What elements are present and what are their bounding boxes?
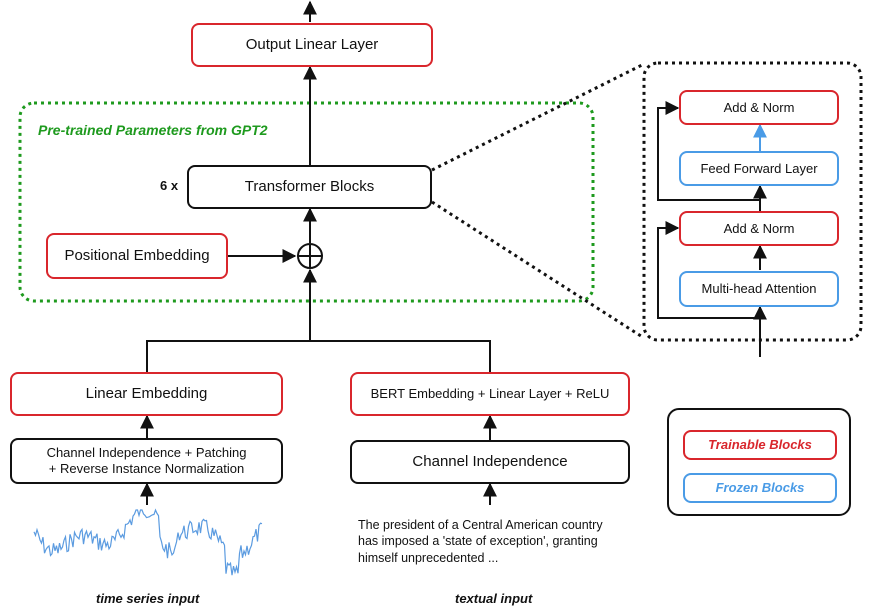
- legend-trainable: Trainable Blocks: [683, 430, 837, 460]
- pretrained-frame: [18, 101, 595, 303]
- legend-frozen: Frozen Blocks: [683, 473, 837, 503]
- transformer-blocks: Transformer Blocks: [187, 165, 432, 209]
- linear-embedding: Linear Embedding: [10, 372, 283, 416]
- repeat-count: 6 x: [160, 178, 179, 193]
- time-series-label: time series input: [96, 591, 200, 606]
- ts-preprocess: Channel Independence + Patching + Revers…: [10, 438, 283, 484]
- output-linear-layer: Output Linear Layer: [191, 23, 433, 67]
- positional-embedding: Positional Embedding: [46, 233, 228, 279]
- multi-head-attention: Multi-head Attention: [679, 271, 839, 307]
- zoom-line-bottom: [431, 200, 645, 340]
- text-sample: The president of a Central American coun…: [358, 518, 603, 565]
- text-preprocess: Channel Independence: [350, 440, 630, 484]
- feed-forward-layer: Feed Forward Layer: [679, 151, 839, 186]
- time-series-line: [33, 508, 263, 576]
- zoom-line-top: [431, 62, 645, 172]
- add-norm-top: Add & Norm: [679, 90, 839, 125]
- pretrained-title: Pre-trained Parameters from GPT2: [38, 122, 268, 138]
- text-input-label: textual input: [455, 591, 533, 606]
- detail-frame: [642, 61, 863, 342]
- bert-embedding: BERT Embedding + Linear Layer + ReLU: [350, 372, 630, 416]
- add-norm-bottom: Add & Norm: [679, 211, 839, 246]
